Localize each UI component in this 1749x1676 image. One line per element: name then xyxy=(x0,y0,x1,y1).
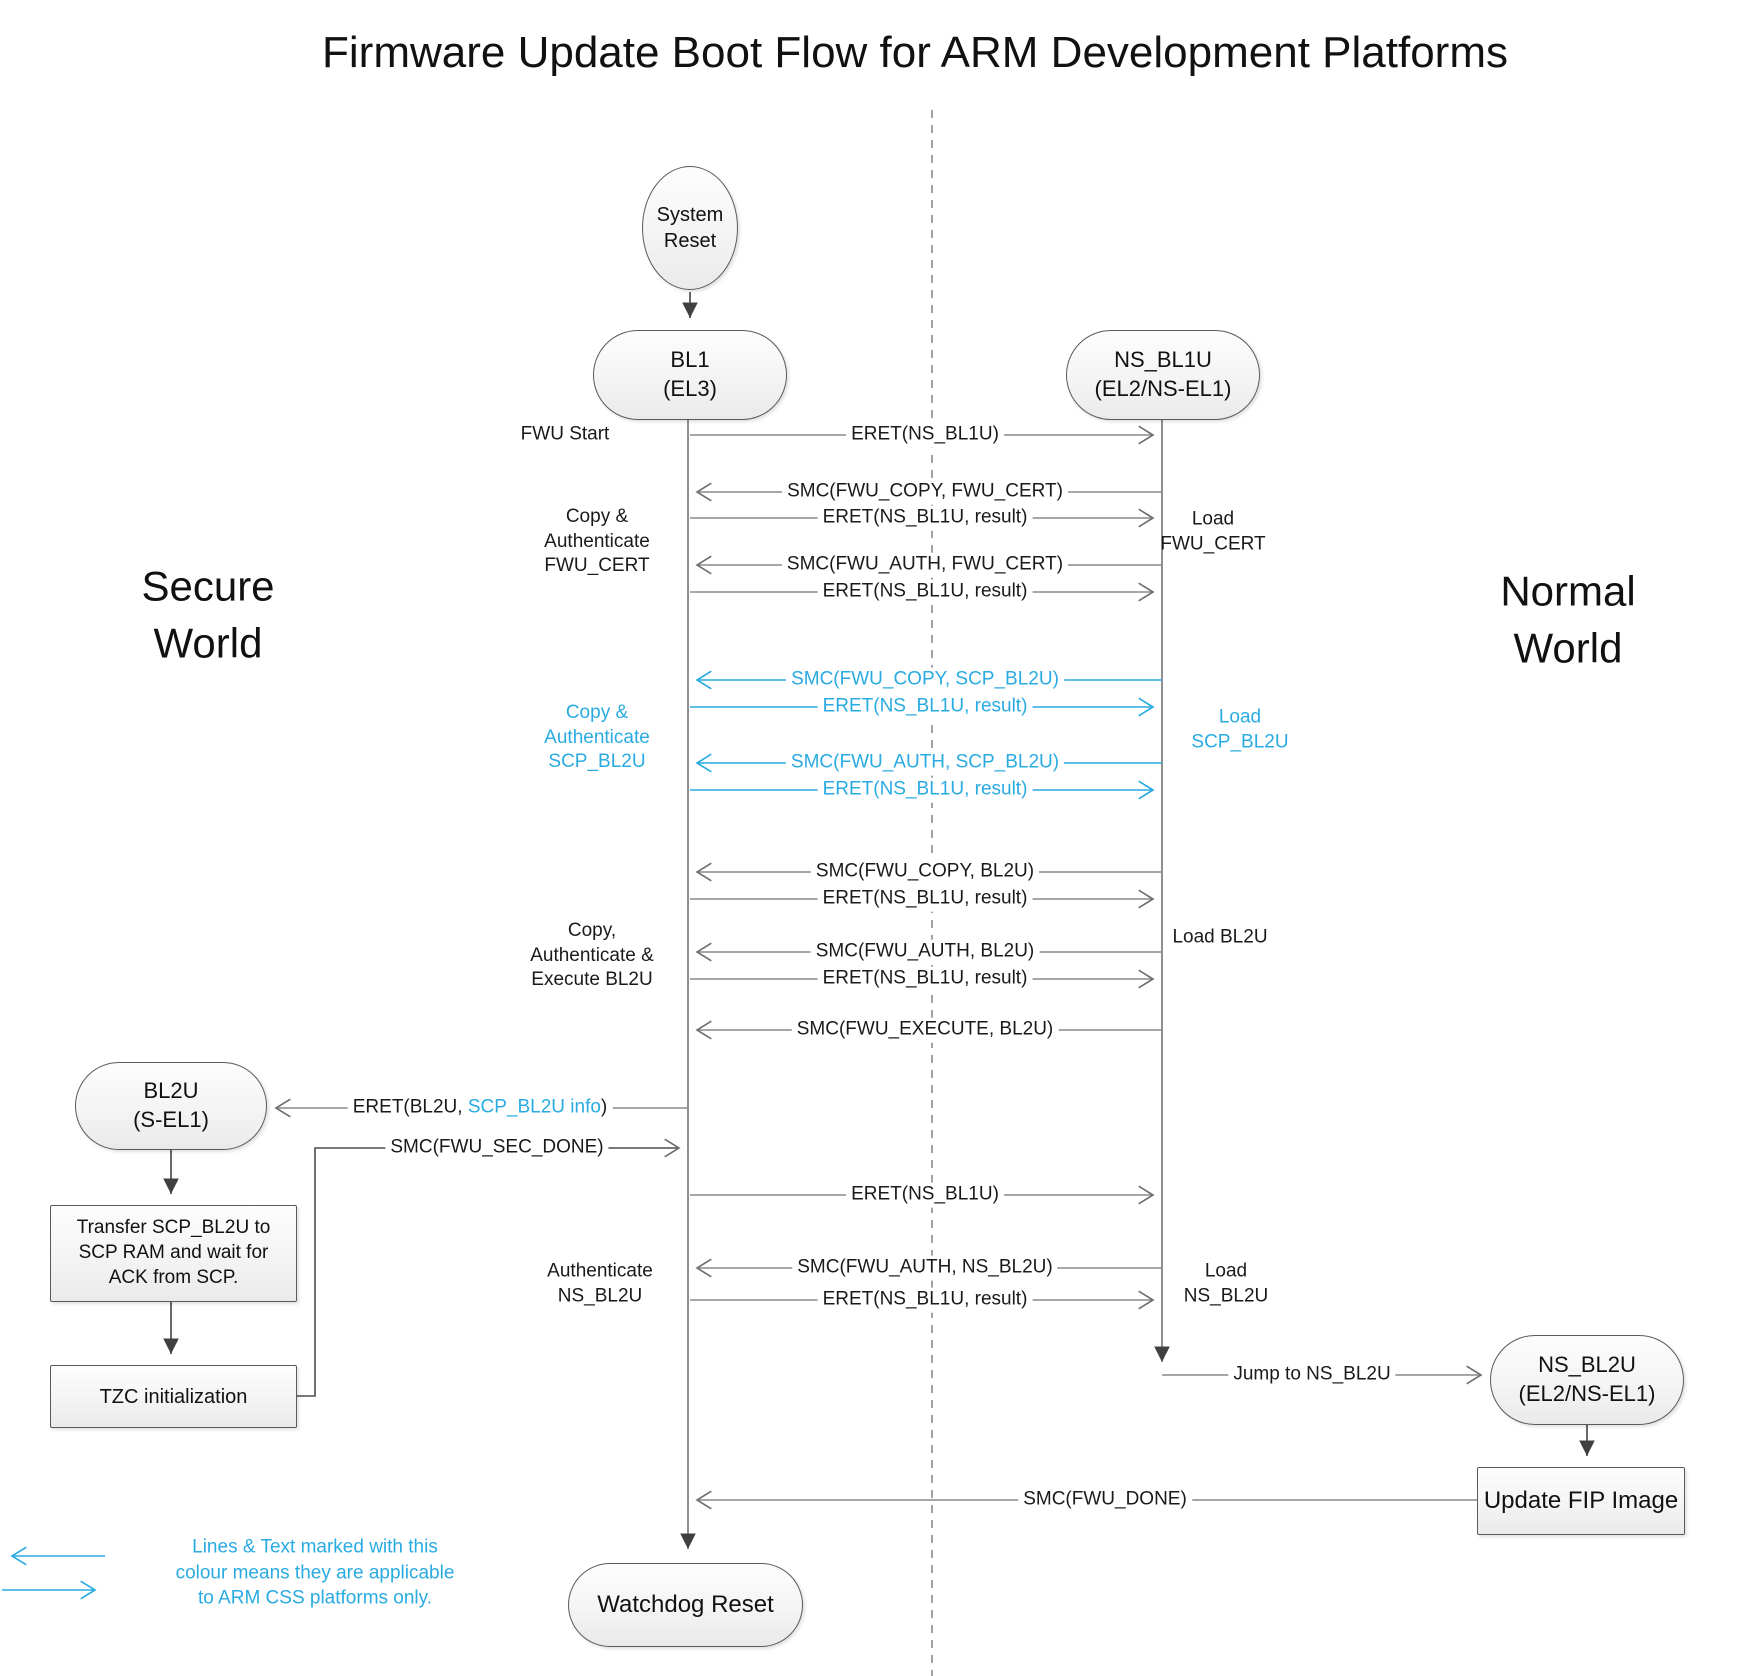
msg-smc-fwu-auth-ns-bl2u: SMC(FWU_AUTH, NS_BL2U) xyxy=(792,1255,1058,1281)
secure-world-label: Secure World xyxy=(141,562,275,666)
msg-smc-fwu-copy-fwu-cert: SMC(FWU_COPY, FWU_CERT) xyxy=(782,479,1068,505)
page-title: Firmware Update Boot Flow for ARM Develo… xyxy=(322,28,1508,77)
node-ns-bl1u: NS_BL1U (EL2/NS-EL1) xyxy=(1066,330,1260,420)
copy-auth-fwu-cert-label: Copy & Authenticate FWU_CERT xyxy=(544,505,650,577)
msg-eret-ns-bl1u-2: ERET(NS_BL1U) xyxy=(846,1182,1004,1208)
node-bl1: BL1 (EL3) xyxy=(593,330,787,420)
msg-smc-sec-done: SMC(FWU_SEC_DONE) xyxy=(385,1135,609,1161)
msg-eret-result-6: ERET(NS_BL1U, result) xyxy=(817,966,1033,992)
load-ns-bl2u-label: Load NS_BL2U xyxy=(1183,1260,1269,1306)
authenticate-ns-bl2u-label: Authenticate NS_BL2U xyxy=(547,1260,653,1306)
msg-eret-bl2u-highlight: SCP_BL2U info xyxy=(467,1096,601,1118)
msg-smc-fwu-auth-fwu-cert: SMC(FWU_AUTH, FWU_CERT) xyxy=(781,552,1069,578)
update-fip-image-box: Update FIP Image xyxy=(1477,1467,1685,1535)
node-watchdog-reset: Watchdog Reset xyxy=(568,1563,803,1647)
normal-world-label: Normal World xyxy=(1500,567,1636,671)
fwu-start-label: FWU Start xyxy=(520,423,610,445)
msg-eret-result-1: ERET(NS_BL1U, result) xyxy=(817,505,1033,531)
transfer-scp-bl2u-box: Transfer SCP_BL2U to SCP RAM and wait fo… xyxy=(50,1205,297,1302)
msg-eret-result-5: ERET(NS_BL1U, result) xyxy=(817,886,1033,912)
msg-smc-fwu-copy-bl2u: SMC(FWU_COPY, BL2U) xyxy=(810,859,1040,885)
node-system-reset: System Reset xyxy=(642,166,738,290)
copy-auth-exec-bl2u-label: Copy, Authenticate & Execute BL2U xyxy=(530,919,654,991)
msg-smc-fwu-copy-scp-bl2u: SMC(FWU_COPY, SCP_BL2U) xyxy=(786,667,1064,693)
node-bl2u: BL2U (S-EL1) xyxy=(75,1062,267,1150)
msg-eret-result-7: ERET(NS_BL1U, result) xyxy=(817,1287,1033,1313)
msg-smc-fwu-auth-scp-bl2u: SMC(FWU_AUTH, SCP_BL2U) xyxy=(785,750,1065,776)
msg-smc-fwu-execute-bl2u: SMC(FWU_EXECUTE, BL2U) xyxy=(791,1017,1059,1043)
msg-eret-result-2: ERET(NS_BL1U, result) xyxy=(817,579,1033,605)
msg-eret-result-3: ERET(NS_BL1U, result) xyxy=(817,694,1033,720)
msg-smc-fwu-auth-bl2u: SMC(FWU_AUTH, BL2U) xyxy=(810,939,1040,965)
copy-auth-scp-bl2u-label: Copy & Authenticate SCP_BL2U xyxy=(544,701,650,773)
msg-smc-done: SMC(FWU_DONE) xyxy=(1018,1487,1192,1513)
msg-eret-ns-bl1u-start: ERET(NS_BL1U) xyxy=(846,422,1004,448)
load-fwu-cert-label: Load FWU_CERT xyxy=(1160,508,1266,554)
jump-to-ns-bl2u-label: Jump to NS_BL2U xyxy=(1228,1362,1396,1388)
node-ns-bl2u: NS_BL2U (EL2/NS-EL1) xyxy=(1490,1335,1684,1425)
msg-eret-bl2u: ERET(BL2U, SCP_BL2U info) xyxy=(347,1095,613,1121)
msg-eret-bl2u-prefix: ERET(BL2U, xyxy=(352,1096,468,1118)
load-bl2u-label: Load BL2U xyxy=(1172,926,1268,948)
load-scp-bl2u-label: Load SCP_BL2U xyxy=(1191,706,1289,752)
msg-eret-result-4: ERET(NS_BL1U, result) xyxy=(817,777,1033,803)
legend-note: Lines & Text marked with this colour mea… xyxy=(175,1536,455,1609)
tzc-initialization-box: TZC initialization xyxy=(50,1365,297,1428)
msg-eret-bl2u-suffix: ) xyxy=(600,1096,608,1118)
